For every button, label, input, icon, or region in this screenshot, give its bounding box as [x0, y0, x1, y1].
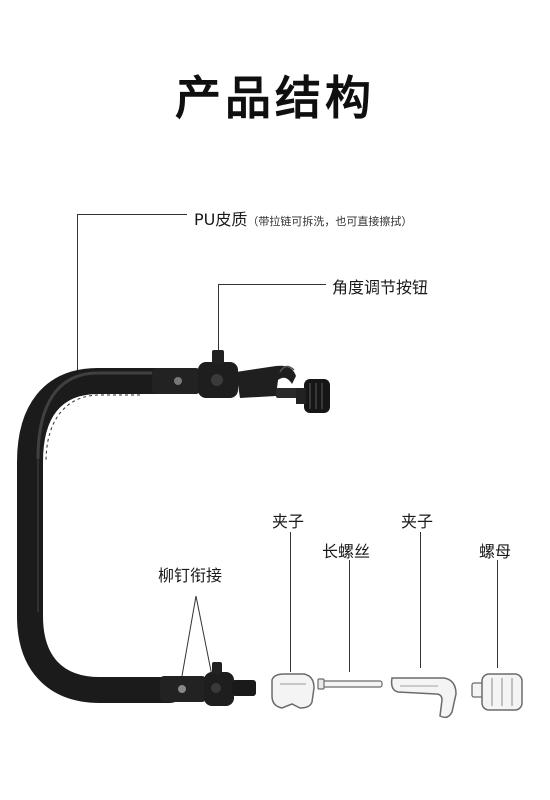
- angle-leader-vertical: [218, 284, 219, 352]
- pu-leather-note: （带拉链可拆洗，也可直接擦拭）: [247, 215, 413, 228]
- nut-leader: [497, 560, 498, 668]
- screw-leader: [349, 560, 350, 672]
- long-screw-label: 长螺丝: [322, 542, 371, 561]
- rivet-leader-right: [195, 595, 213, 677]
- armrest-bar: [17, 368, 183, 703]
- rivet-joint-label: 柳钉衔接: [158, 566, 223, 585]
- pu-leader-vertical: [77, 214, 78, 374]
- angle-leader-horizontal: [218, 284, 326, 285]
- nut-part: [471, 673, 523, 711]
- pu-leader-horizontal: [77, 214, 187, 215]
- clamp-2-label: 夹子: [401, 512, 434, 531]
- bottom-rivet-joint: [160, 662, 256, 706]
- angle-button-label: 角度调节按钮: [332, 278, 429, 297]
- clamp-part-1: [271, 673, 315, 709]
- clamp-part-2: [390, 677, 457, 719]
- pu-leather-label: PU皮质（带拉链可拆洗，也可直接擦拭）: [194, 206, 412, 230]
- clamp2-leader: [420, 532, 421, 668]
- pu-leather-text: PU皮质: [194, 210, 248, 229]
- nut-label: 螺母: [479, 542, 512, 561]
- rivet-leader-left: [181, 595, 197, 677]
- long-screw-part: [317, 678, 383, 690]
- page-title: 产品结构: [175, 71, 375, 125]
- top-clamp-assembly: [152, 350, 330, 413]
- clamp1-leader: [290, 532, 291, 672]
- clamp-1-label: 夹子: [272, 512, 305, 531]
